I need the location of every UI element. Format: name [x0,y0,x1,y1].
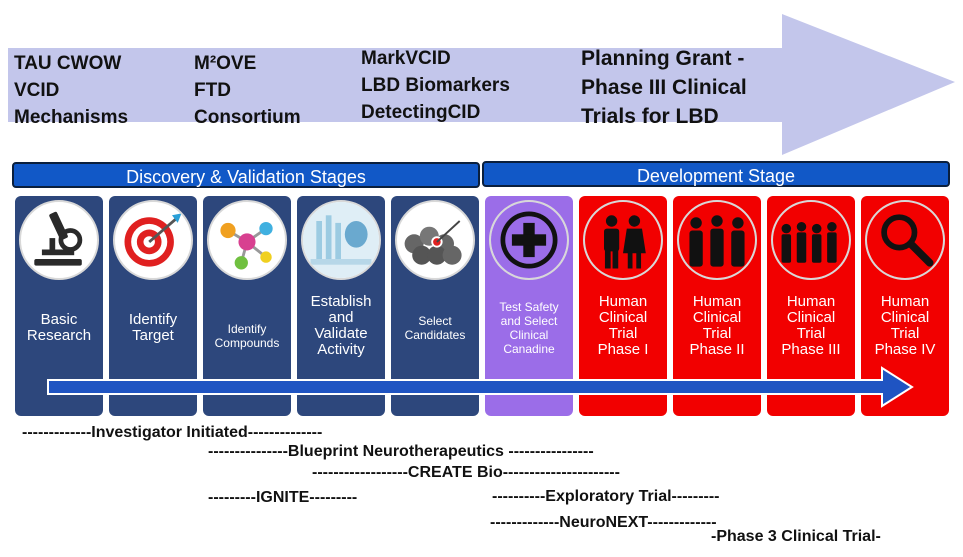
mechanism-create-bio: ------------------CREATE Bio------------… [312,464,620,481]
step-label: Human Clinical Trial Phase III [781,293,841,358]
step-label: Basic Research [26,311,92,344]
mechanism-ignite: ---------IGNITE--------- [208,489,358,506]
program-markvcid: MarkVCID LBD Biomarkers DetectingCID [361,48,510,123]
step-label: Human Clinical Trial Phase II [689,293,745,358]
step-label: Human Clinical Trial Phase I [597,293,649,358]
program-planning-grant: Planning Grant - Phase III Clinical Tria… [581,47,747,128]
program-m2ove: M²OVE FTD Consortium [194,53,301,128]
step-card-select-candidates: Select Candidates [391,196,479,416]
lab-icon [301,200,381,280]
three-people-icon [677,200,757,280]
step-label: Test Safety and Select Clinical Canadine [499,300,559,356]
magnifier-icon [865,200,945,280]
mechanism-neuronext: -------------NeuroNEXT------------- [490,514,717,531]
microscope-icon [19,200,99,280]
step-label: Human Clinical Trial Phase IV [874,293,936,358]
mechanism-investigator-initiated: -------------Investigator Initiated-----… [22,424,323,441]
mechanism-phase3-trial: -Phase 3 Clinical Trial- [711,528,881,545]
step-label: Identify Target [128,311,178,344]
step-label: Establish and Validate Activity [310,293,372,358]
mechanism-blueprint: ---------------Blueprint Neurotherapeuti… [208,443,594,460]
step-label: Identify Compounds [214,322,280,350]
medical-cross-icon [489,200,569,280]
target-icon [113,200,193,280]
crowd-icon [771,200,851,280]
timeline-arrow [8,14,955,155]
discovery-stage-bar: Discovery & Validation Stages [12,162,480,188]
spheres-target-icon [395,200,475,280]
step-card-phase-4: Human Clinical Trial Phase IV [861,196,949,416]
mechanism-exploratory-trial: ----------Exploratory Trial--------- [492,488,720,505]
program-tau-cwow: TAU CWOW VCID Mechanisms [14,53,129,128]
step-label: Select Candidates [404,314,466,342]
molecule-icon [207,200,287,280]
two-people-icon [583,200,663,280]
development-stage-bar: Development Stage [482,161,950,187]
